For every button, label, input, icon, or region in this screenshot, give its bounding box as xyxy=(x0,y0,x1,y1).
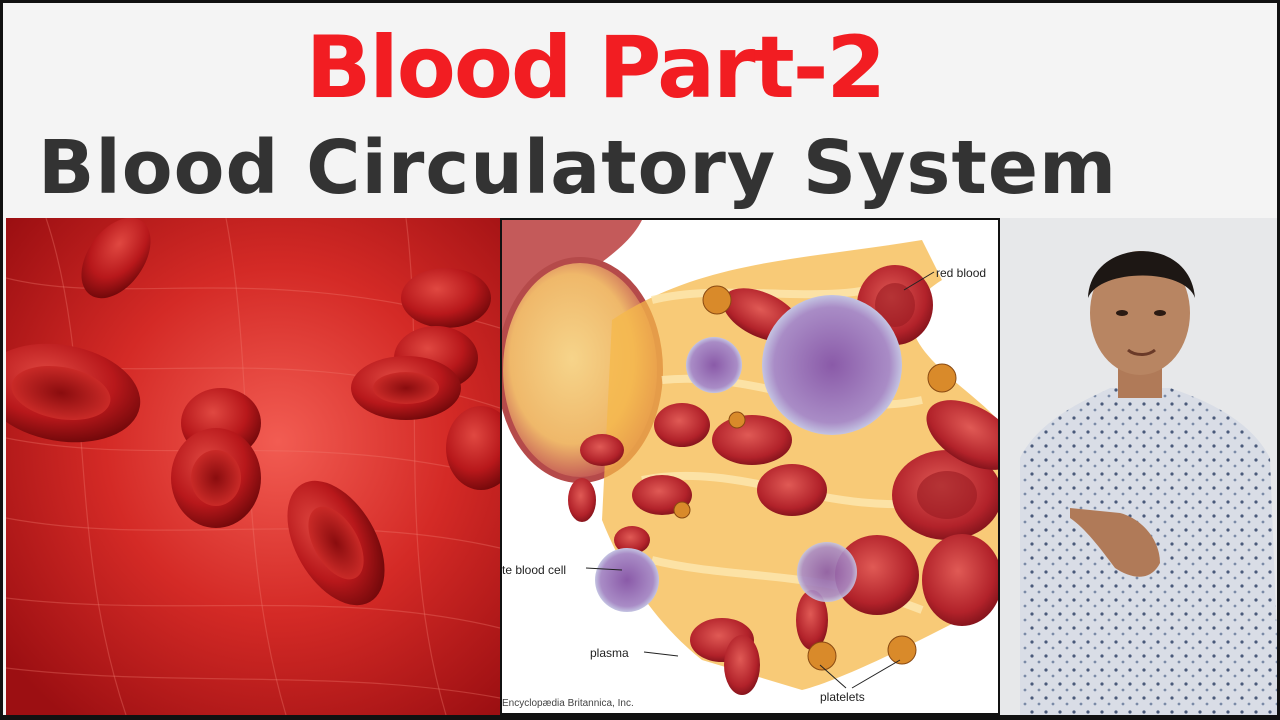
right-border xyxy=(1277,0,1280,720)
top-border xyxy=(0,0,1280,3)
diagram-red-cells xyxy=(568,265,998,695)
label-plasma: plasma xyxy=(590,646,629,660)
red-blood-cells xyxy=(6,218,500,606)
blood-diagram-illustration xyxy=(502,220,998,713)
presenter-illustration xyxy=(1000,218,1280,715)
blood-vessel-image xyxy=(6,218,500,715)
left-border xyxy=(0,0,3,720)
bottom-border xyxy=(0,715,1280,720)
label-red-blood: red blood xyxy=(936,266,987,280)
label-white-blood-cell: te blood cell xyxy=(502,563,567,577)
presenter-photo xyxy=(1000,218,1280,715)
blood-vessel-illustration xyxy=(6,218,500,715)
image-credit: Encyclopædia Britannica, Inc. xyxy=(502,698,634,709)
main-title: Blood Part-2 xyxy=(305,18,887,118)
blood-composition-diagram: red blood te blood cell plasma platelets… xyxy=(500,218,1000,715)
diagram-white-cells xyxy=(595,295,902,612)
label-platelets: platelets xyxy=(820,690,865,704)
subtitle: Blood Circulatory System xyxy=(38,125,1118,211)
diagram-platelets xyxy=(673,285,957,671)
